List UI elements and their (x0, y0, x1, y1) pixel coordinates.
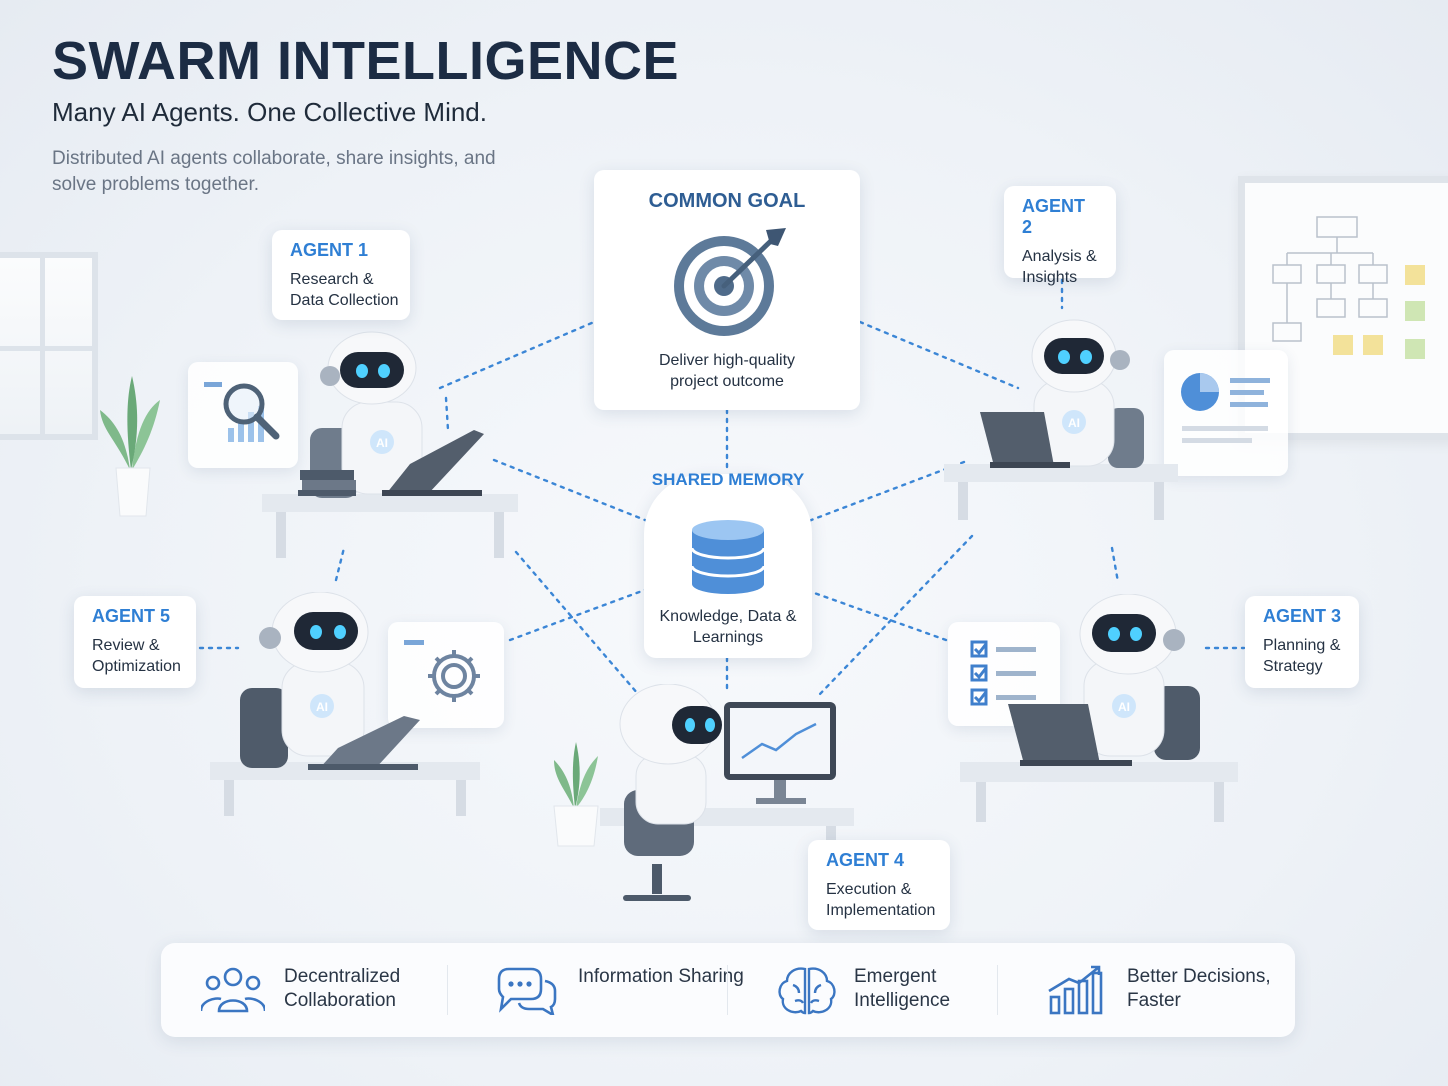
chat-bubbles-icon (497, 967, 557, 1015)
target-icon (674, 228, 786, 336)
agent-3-card: AGENT 3 Planning & Strategy (1245, 596, 1359, 688)
gear-icon (404, 640, 480, 702)
agent-4-role: Execution & Implementation (826, 881, 936, 919)
common-goal-card: COMMON GOAL Deliver high-quality project… (594, 170, 860, 410)
agent-2-role: Analysis & Insights (1022, 248, 1097, 286)
ai-badge: AI (1118, 700, 1130, 714)
benefits-bar: Decentralized Collaboration Information … (161, 943, 1295, 1037)
agent-3-title: AGENT 3 (1263, 606, 1342, 626)
page-title: SWARM INTELLIGENCE (52, 31, 679, 91)
benefit-label: Emergent Intelligence (854, 966, 951, 1011)
ai-badge: AI (1068, 416, 1080, 430)
benefit-information-sharing: Information Sharing (495, 943, 755, 1037)
agent-1-card: AGENT 1 Research & Data Collection (272, 230, 410, 320)
ai-badge: AI (316, 700, 328, 714)
database-icon (690, 520, 766, 594)
checklist-icon (970, 640, 1036, 706)
benefit-decentralized: Decentralized Collaboration (201, 943, 461, 1037)
agent-5-card: AGENT 5 Review & Optimization (74, 596, 196, 688)
plant-center (553, 742, 599, 847)
shared-memory-title: SHARED MEMORY (651, 470, 805, 489)
shared-memory-text: Knowledge, Data & Learnings (659, 608, 797, 646)
benefit-better-decisions: Better Decisions, Faster (1045, 943, 1295, 1037)
page-description: Distributed AI agents collaborate, share… (52, 148, 496, 195)
agent-5-role: Review & Optimization (92, 637, 181, 675)
agent-3-role: Planning & Strategy (1263, 637, 1341, 675)
agent-5-title: AGENT 5 (92, 606, 171, 626)
office-window (0, 252, 98, 440)
benefit-emergent-intelligence: Emergent Intelligence (775, 943, 1035, 1037)
benefit-label: Decentralized Collaboration (284, 966, 401, 1011)
ai-badge: AI (376, 436, 388, 450)
common-goal-text: Deliver high-quality project outcome (658, 352, 796, 390)
brain-icon (778, 967, 836, 1015)
plant-left (100, 376, 160, 517)
agent-4-robot (600, 684, 854, 901)
agent-2-robot: AI (944, 319, 1178, 520)
page-subtitle: Many AI Agents. One Collective Mind. (52, 97, 487, 127)
report-panel (1164, 350, 1288, 476)
agent-2-title: AGENT 2 (1022, 196, 1085, 237)
agent-4-title: AGENT 4 (826, 850, 905, 870)
pie-report-icon (1181, 373, 1270, 443)
growth-chart-icon (1048, 965, 1103, 1015)
shared-memory-card: SHARED MEMORY Knowledge, Data & Learning… (644, 470, 812, 658)
benefit-label: Better Decisions, Faster (1127, 966, 1271, 1011)
magnifier-chart-icon (204, 382, 280, 442)
agent-5-robot: AI (210, 592, 480, 816)
team-icon (201, 967, 265, 1013)
agent-1-role: Research & Data Collection (290, 271, 399, 309)
agent-1-robot: AI (262, 331, 518, 558)
benefit-label: Information Sharing (578, 966, 744, 987)
agent-4-card: AGENT 4 Execution & Implementation (808, 840, 950, 930)
settings-panel (388, 622, 504, 728)
search-analytics-panel (188, 362, 298, 468)
agent-1-title: AGENT 1 (290, 240, 369, 260)
common-goal-title: COMMON GOAL (648, 190, 806, 212)
agent-3-robot: AI (960, 594, 1238, 822)
agent-2-card: AGENT 2 Analysis & Insights (1004, 186, 1116, 286)
